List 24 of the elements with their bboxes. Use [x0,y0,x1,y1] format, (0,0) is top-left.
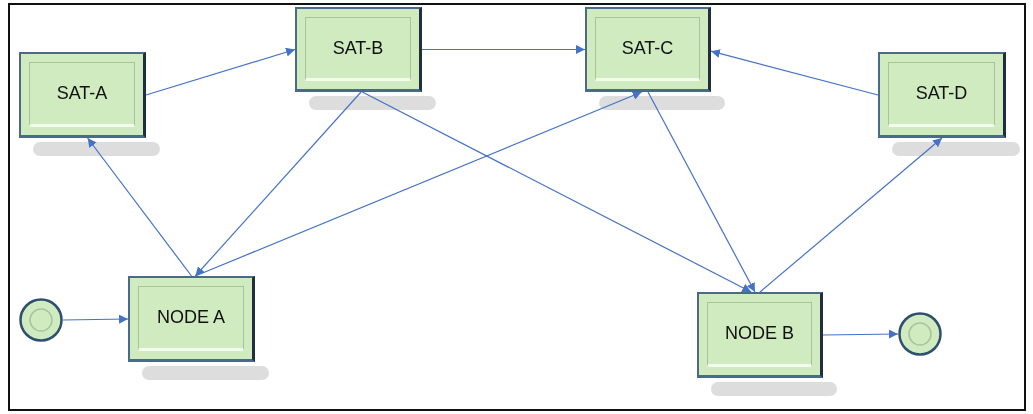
arrow [421,45,586,54]
arrow [145,47,296,96]
process-box [128,276,255,362]
arrow [759,137,943,293]
arrow [194,91,362,277]
node-label: SAT-A [56,82,108,105]
process-box [295,7,422,92]
terminal-circle [19,298,63,342]
arrow [87,137,193,277]
node-label: SAT-B [332,36,384,60]
process-box [585,7,711,92]
node-label: SAT-D [915,82,968,105]
arrow [361,91,752,293]
process-box [19,52,146,138]
node-label: SAT-C [621,36,674,60]
arrow [710,49,879,96]
node-label: NODE A [157,306,225,329]
node-label: NODE B [725,322,794,345]
terminal-circle [898,312,942,356]
arrow [647,91,756,293]
arrow [62,314,129,324]
process-box [878,52,1006,138]
process-box [697,292,823,378]
arrow [822,329,899,339]
